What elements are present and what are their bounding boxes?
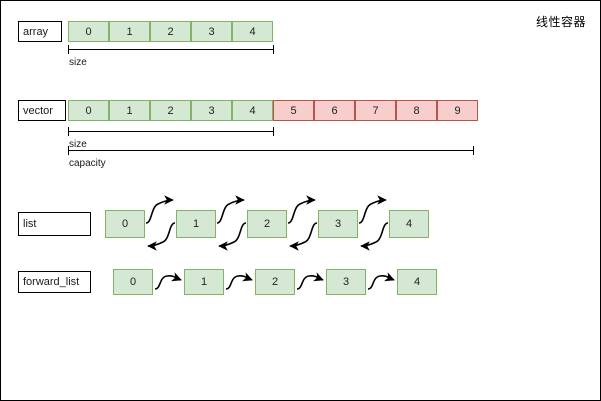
forward-list-node-0-value: 0 xyxy=(129,276,137,288)
vector-cell-2: 2 xyxy=(150,100,191,121)
vector-cell-4: 4 xyxy=(232,100,273,121)
vector-cell-9-value: 9 xyxy=(454,104,461,117)
diagram-title: 线性容器 xyxy=(535,15,586,29)
forward-list-link-3-4 xyxy=(367,272,395,290)
forward-list-link-2-3 xyxy=(296,272,324,290)
forward-list-link-1-2 xyxy=(225,272,253,290)
array-cell-1: 1 xyxy=(109,21,150,42)
vector-cell-1-value: 1 xyxy=(126,104,133,117)
vector-cell-2-value: 2 xyxy=(167,104,174,117)
array-size-bracket-tick-left xyxy=(68,45,69,54)
array-size-label: size xyxy=(69,57,87,68)
vector-capacity-bracket-tick-right xyxy=(473,146,474,155)
row-label-vector-text: vector xyxy=(23,104,53,117)
vector-capacity-bracket xyxy=(68,146,474,155)
array-cell-2: 2 xyxy=(150,21,191,42)
vector-capacity-label: capacity xyxy=(69,158,106,169)
list-link-3-4 xyxy=(358,195,389,251)
array-cell-4-value: 4 xyxy=(249,25,256,38)
vector-cell-3: 3 xyxy=(191,100,232,121)
vector-cell-0: 0 xyxy=(68,100,109,121)
array-cell-4: 4 xyxy=(232,21,273,42)
list-node-1-value: 1 xyxy=(192,218,200,230)
vector-cell-8-value: 8 xyxy=(413,104,420,117)
vector-size-bracket-tick-right xyxy=(273,127,274,136)
vector-cell-6: 6 xyxy=(314,100,355,121)
vector-cell-7: 7 xyxy=(355,100,396,121)
array-cell-0-value: 0 xyxy=(85,25,92,38)
list-link-1-2 xyxy=(216,195,247,251)
forward-list-node-2: 2 xyxy=(255,269,295,295)
vector-cell-7-value: 7 xyxy=(372,104,379,117)
list-node-4-value: 4 xyxy=(405,218,413,230)
list-node-2: 2 xyxy=(247,210,287,238)
row-label-list: list xyxy=(18,212,91,236)
vector-cell-1: 1 xyxy=(109,100,150,121)
vector-capacity-bracket-line xyxy=(68,150,474,151)
list-node-0-value: 0 xyxy=(121,218,129,230)
array-size-bracket-line xyxy=(68,49,274,50)
row-label-forward-list-text: forward_list xyxy=(23,276,80,288)
list-node-1: 1 xyxy=(176,210,216,238)
list-node-3-value: 3 xyxy=(334,218,342,230)
row-label-array-text: array xyxy=(23,25,49,38)
list-node-0: 0 xyxy=(105,210,145,238)
list-link-0-1 xyxy=(145,195,176,251)
vector-cell-9: 9 xyxy=(437,100,478,121)
vector-size-bracket-tick-left xyxy=(68,127,69,136)
vector-size-bracket xyxy=(68,127,274,136)
list-node-2-value: 2 xyxy=(263,218,271,230)
vector-capacity-bracket-tick-left xyxy=(68,146,69,155)
vector-size-label: size xyxy=(69,139,87,150)
forward-list-node-4: 4 xyxy=(397,269,437,295)
vector-cell-5: 5 xyxy=(273,100,314,121)
list-link-2-3 xyxy=(287,195,318,251)
vector-cell-3-value: 3 xyxy=(208,104,215,117)
forward-list-node-0: 0 xyxy=(113,269,153,295)
vector-cell-6-value: 6 xyxy=(331,104,338,117)
array-cell-2-value: 2 xyxy=(167,25,174,38)
forward-list-node-1: 1 xyxy=(184,269,224,295)
row-label-array: array xyxy=(18,21,62,42)
array-size-bracket-tick-right xyxy=(273,45,274,54)
row-label-list-text: list xyxy=(23,218,37,230)
array-cell-3-value: 3 xyxy=(208,25,215,38)
array-cell-1-value: 1 xyxy=(126,25,133,38)
list-node-3: 3 xyxy=(318,210,358,238)
vector-cell-8: 8 xyxy=(396,100,437,121)
array-cell-0: 0 xyxy=(68,21,109,42)
vector-size-bracket-line xyxy=(68,131,274,132)
array-cell-3: 3 xyxy=(191,21,232,42)
forward-list-node-3-value: 3 xyxy=(342,276,350,288)
row-label-forward-list: forward_list xyxy=(18,271,91,293)
forward-list-node-1-value: 1 xyxy=(200,276,208,288)
vector-cell-4-value: 4 xyxy=(249,104,256,117)
forward-list-node-3: 3 xyxy=(326,269,366,295)
vector-cell-0-value: 0 xyxy=(85,104,92,117)
list-node-4: 4 xyxy=(389,210,429,238)
row-label-vector: vector xyxy=(18,100,66,121)
forward-list-node-4-value: 4 xyxy=(413,276,421,288)
forward-list-link-0-1 xyxy=(154,272,182,290)
vector-cell-5-value: 5 xyxy=(290,104,297,117)
forward-list-node-2-value: 2 xyxy=(271,276,279,288)
array-size-bracket xyxy=(68,45,274,54)
